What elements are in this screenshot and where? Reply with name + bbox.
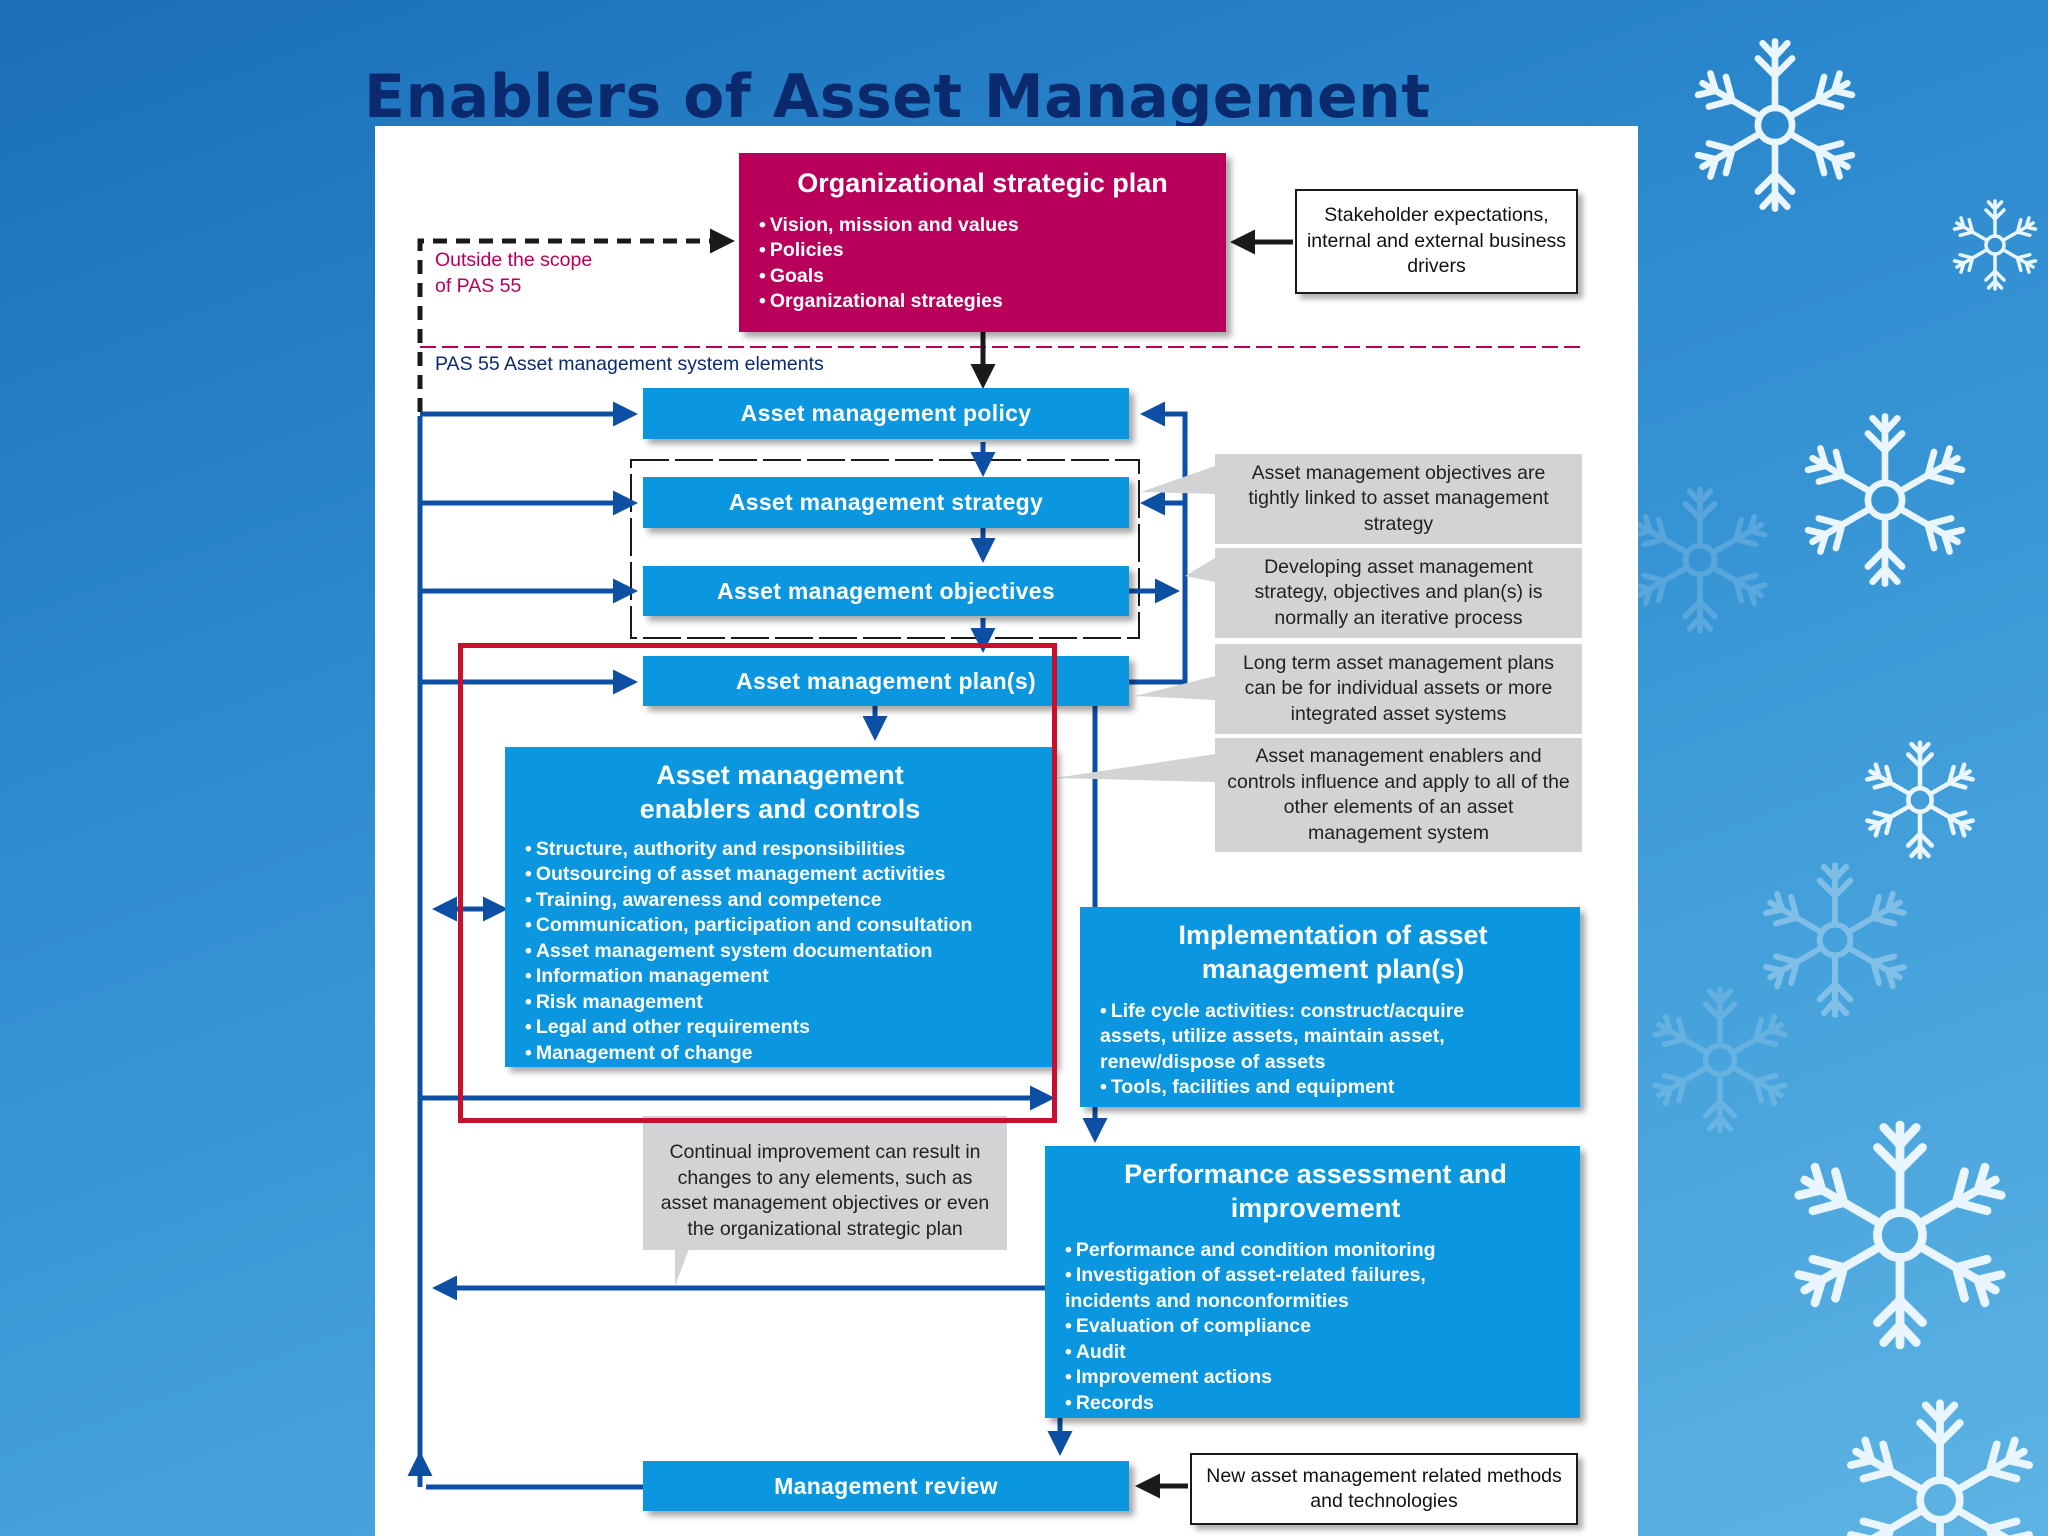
performance-assessment-box: Performance assessment and improvement P… [1045, 1146, 1580, 1418]
performance-point: Audit [1065, 1340, 1566, 1366]
slide-title: Enablers of Asset Management [364, 62, 1431, 132]
enablers-point: Legal and other requirements [525, 1015, 1035, 1041]
enablers-point: Asset management system documentation [525, 939, 1035, 965]
enablers-point: Training, awareness and competence [525, 888, 1035, 914]
strategic-plan-point: Vision, mission and values [759, 213, 1206, 239]
note-iterative-process: Developing asset management strategy, ob… [1215, 548, 1582, 638]
strategic-plan-title: Organizational strategic plan [797, 168, 1168, 198]
performance-point: Investigation of asset-related failures,… [1065, 1263, 1485, 1314]
enablers-point: Information management [525, 964, 1035, 990]
enablers-highlight-frame [458, 643, 1057, 1123]
asset-management-policy-box: Asset management policy [643, 388, 1129, 439]
enablers-point: Communication, participation and consult… [525, 913, 1035, 939]
pas55-label: PAS 55 Asset management system elements [435, 353, 824, 375]
note-objectives-linked: Asset management objectives are tightly … [1215, 454, 1582, 544]
note-long-term-plans: Long term asset management plans can be … [1215, 644, 1582, 734]
new-methods-box: New asset management related methods and… [1190, 1453, 1578, 1525]
stakeholder-box: Stakeholder expectations, internal and e… [1295, 189, 1578, 294]
performance-title: Performance assessment and improvement [1124, 1159, 1507, 1223]
asset-management-strategy-box: Asset management strategy [643, 477, 1129, 528]
enablers-point: Management of change [525, 1041, 1035, 1067]
asset-management-objectives-box: Asset management objectives [643, 566, 1129, 616]
pas55-diagram: Organizational strategic plan Vision, mi… [375, 126, 1638, 1536]
strategic-plan-point: Organizational strategies [759, 289, 1206, 315]
strategic-plan-points: Vision, mission and values Policies Goal… [759, 213, 1206, 315]
strategic-plan-point: Policies [759, 238, 1206, 264]
enablers-point: Outsourcing of asset management activiti… [525, 862, 1035, 888]
performance-point: Evaluation of compliance [1065, 1314, 1566, 1340]
note-continual-improvement: Continual improvement can result in chan… [643, 1116, 1007, 1250]
strategic-plan-point: Goals [759, 264, 1206, 290]
performance-point: Improvement actions [1065, 1365, 1566, 1391]
outside-scope-label: Outside the scope of PAS 55 [435, 249, 593, 297]
enablers-controls-box: Asset management enablers and controls S… [505, 747, 1055, 1067]
enablers-points: Structure, authority and responsibilitie… [525, 837, 1035, 1067]
implementation-point: Tools, facilities and equipment [1100, 1075, 1566, 1101]
performance-points: Performance and condition monitoring Inv… [1065, 1238, 1566, 1417]
performance-point: Records [1065, 1391, 1566, 1417]
implementation-box: Implementation of asset management plan(… [1080, 907, 1580, 1107]
enablers-point: Risk management [525, 990, 1035, 1016]
asset-management-plans-box: Asset management plan(s) [643, 656, 1129, 706]
implementation-point: Life cycle activities: construct/acquire… [1100, 999, 1500, 1076]
strategic-plan-box: Organizational strategic plan Vision, mi… [739, 153, 1226, 332]
management-review-box: Management review [643, 1461, 1129, 1511]
enablers-point: Structure, authority and responsibilitie… [525, 837, 1035, 863]
performance-point: Performance and condition monitoring [1065, 1238, 1566, 1264]
note-enablers-influence: Asset management enablers and controls i… [1215, 738, 1582, 852]
enablers-title: Asset management enablers and controls [639, 760, 921, 824]
implementation-points: Life cycle activities: construct/acquire… [1100, 999, 1566, 1101]
implementation-title: Implementation of asset management plan(… [1178, 920, 1488, 984]
